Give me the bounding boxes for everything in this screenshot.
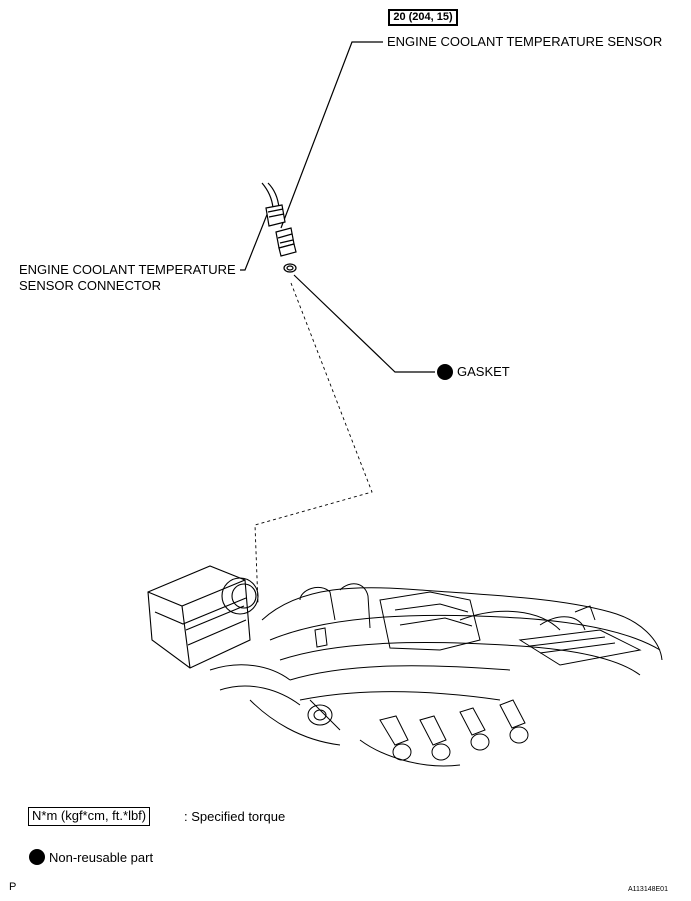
sensor-label: ENGINE COOLANT TEMPERATURE SENSOR (387, 34, 663, 49)
gasket-ring (283, 263, 297, 273)
wire-harness (261, 182, 274, 209)
coolant-temperature-sensor (275, 227, 297, 257)
legend-torque-desc: : Specified torque (184, 809, 286, 824)
gasket-label: GASKET (457, 364, 510, 379)
connector-label-line2: SENSOR CONNECTOR (19, 278, 162, 293)
gasket-leader-line (293, 274, 435, 373)
legend-nonreusable-desc: Non-reusable part (49, 850, 154, 865)
footer-left-mark: P (9, 881, 17, 893)
torque-spec-box: 20 (204, 15) (388, 9, 458, 26)
figure-id: A113148E01 (628, 886, 668, 893)
install-path-dashed (254, 282, 373, 605)
connector-label-line1: ENGINE COOLANT TEMPERATURE (19, 262, 236, 277)
connector-leader-line (240, 206, 271, 271)
sensor-connector (265, 204, 286, 227)
air-cleaner-box (147, 565, 259, 669)
gasket-nonreusable-dot (437, 364, 453, 380)
engine-assembly (209, 583, 663, 767)
legend-nonreusable-dot (29, 849, 45, 865)
sensor-leader-line (280, 41, 383, 229)
legend-torque-unit-box: N*m (kgf*cm, ft.*lbf) (28, 807, 151, 826)
